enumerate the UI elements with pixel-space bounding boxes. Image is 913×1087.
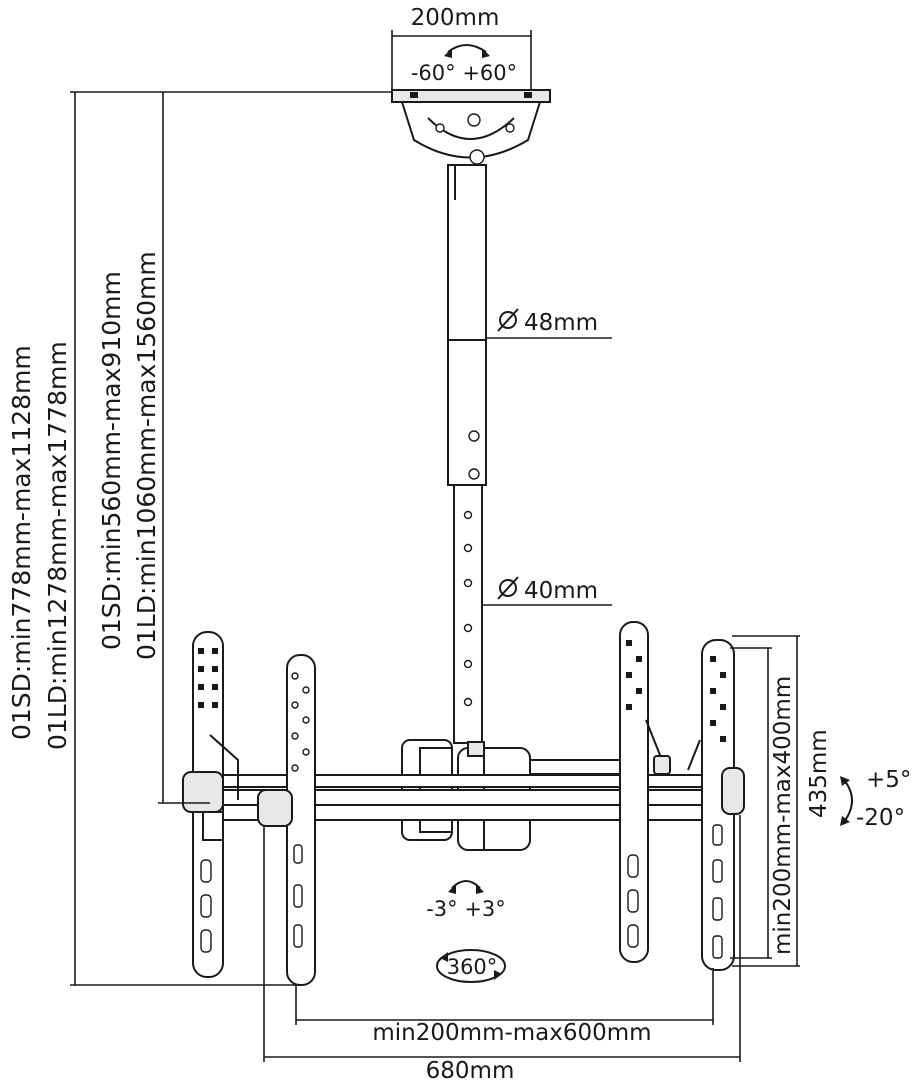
vesa-horizontal-label: min200mm-max600mm bbox=[372, 1020, 651, 1046]
tilt-up-label: +5° bbox=[866, 767, 911, 793]
lower-pole bbox=[453, 484, 483, 744]
ceiling-plate bbox=[391, 89, 551, 165]
upper-diameter-callout: 48mm bbox=[486, 308, 612, 339]
top-width-label: 200mm bbox=[411, 5, 500, 31]
rotation-indicator: 360° bbox=[436, 949, 506, 983]
lower-diameter-callout: 40mm bbox=[482, 576, 612, 606]
right-front-arm bbox=[687, 639, 745, 971]
top-swivel-label: -60° +60° bbox=[411, 61, 517, 85]
left-rear-arm bbox=[182, 631, 239, 978]
inner-height-dimension: 01SD:min560mm-max910mm 01LD:min1060mm-ma… bbox=[97, 92, 210, 804]
upper-diameter-label: 48mm bbox=[524, 310, 598, 336]
tilt-down-label: -20° bbox=[856, 805, 905, 831]
lower-diameter-label: 40mm bbox=[524, 578, 598, 604]
overall-width-label: 680mm bbox=[426, 1058, 515, 1082]
bracket-height-dimension: 435mm bbox=[732, 635, 832, 967]
level-adjust-indicator: -3° +3° bbox=[426, 880, 506, 921]
outer-height-dimension: 01SD:min778mm-max1128mm 01LD:min1278mm-m… bbox=[7, 91, 392, 986]
bracket-height-label: 435mm bbox=[806, 729, 832, 818]
level-adjust-label: -3° +3° bbox=[426, 897, 506, 921]
inner-height-01ld-label: 01LD:min1060mm-max1560mm bbox=[132, 251, 161, 660]
outer-height-01ld-label: 01LD:min1278mm-max1778mm bbox=[43, 341, 72, 750]
overall-width-dimension: 680mm bbox=[263, 815, 741, 1084]
left-front-arm bbox=[257, 654, 316, 986]
inner-height-01sd-label: 01SD:min560mm-max910mm bbox=[97, 271, 126, 650]
top-width-dimension: 200mm -60° +60° bbox=[391, 5, 532, 90]
right-rear-arm bbox=[619, 621, 671, 963]
vesa-horizontal-dimension: min200mm-max600mm bbox=[295, 968, 714, 1046]
vesa-vertical-label: min200mm-max400mm bbox=[770, 676, 796, 955]
vesa-vertical-dimension: min200mm-max400mm bbox=[730, 647, 796, 959]
outer-height-01sd-label: 01SD:min778mm-max1128mm bbox=[7, 345, 36, 740]
tilt-indicator: +5° -20° bbox=[840, 767, 911, 831]
rotation-label: 360° bbox=[447, 955, 498, 979]
upper-pole bbox=[447, 164, 487, 486]
